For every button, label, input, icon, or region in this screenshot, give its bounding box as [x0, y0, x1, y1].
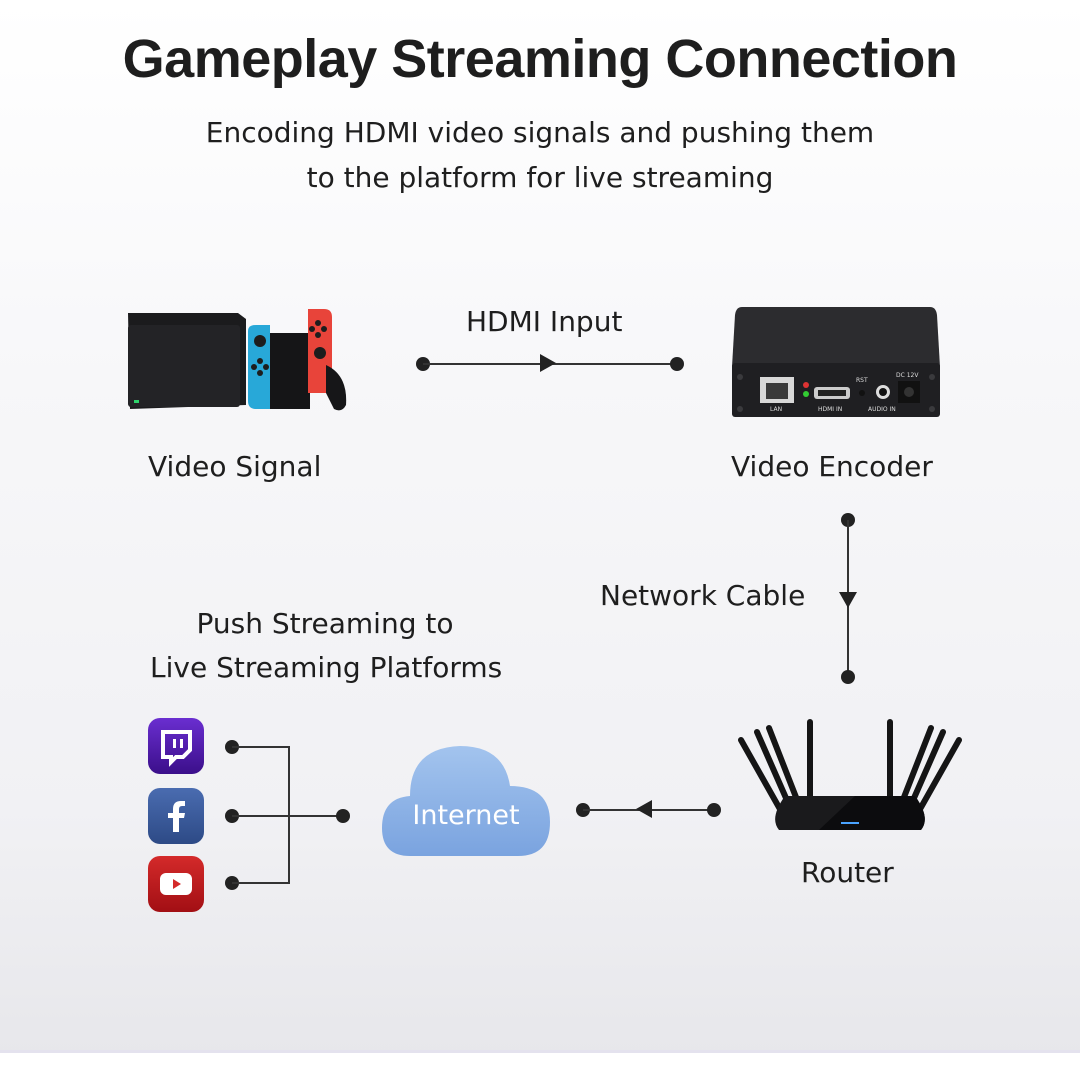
cloud-icon: [382, 746, 550, 856]
bottom-divider: [0, 1050, 1080, 1053]
video-signal-label: Video Signal: [148, 450, 322, 483]
facebook-line: [232, 815, 343, 817]
video-encoder-label: Video Encoder: [731, 450, 933, 483]
youtube-icon[interactable]: [148, 856, 204, 912]
facebook-icon[interactable]: [148, 788, 204, 844]
page-title: Gameplay Streaming Connection: [122, 29, 958, 89]
video-encoder-icon: LAN HDMI IN RST AUDIO IN DC 12V: [732, 307, 940, 417]
router-icon: [738, 719, 962, 830]
svg-text:RST: RST: [856, 377, 868, 384]
router-label: Router: [801, 856, 894, 889]
internet-cloud: [380, 742, 552, 860]
internet-link-end-dot: [707, 803, 721, 817]
internet-label: Internet: [412, 800, 520, 831]
twitch-line: [232, 746, 290, 748]
arrow-down-icon: [839, 592, 857, 608]
router-image: [735, 718, 965, 840]
network-cable-label: Network Cable: [600, 579, 806, 612]
svg-text:HDMI IN: HDMI IN: [818, 406, 842, 413]
subtitle-line-1: Encoding HDMI video signals and pushing …: [205, 116, 875, 149]
platforms-label: Push Streaming to Live Streaming Platfor…: [150, 602, 503, 690]
arrow-left-icon: [636, 800, 652, 818]
game-console-icon: [128, 309, 347, 411]
platforms-label-line-2: Live Streaming Platforms: [150, 651, 503, 684]
arrow-right-icon: [540, 354, 556, 372]
twitch-icon[interactable]: [148, 718, 204, 774]
bracket-vertical-line: [288, 746, 290, 884]
video-encoder-image: LAN HDMI IN RST AUDIO IN DC 12V: [730, 305, 942, 418]
svg-text:DC 12V: DC 12V: [896, 372, 919, 379]
page-subtitle: Encoding HDMI video signals and pushing …: [0, 110, 1080, 200]
network-end-dot: [841, 670, 855, 684]
game-console-image: [120, 305, 350, 415]
bottom-band: [0, 1053, 1080, 1080]
hdmi-input-label: HDMI Input: [466, 305, 623, 338]
hdmi-end-dot: [670, 357, 684, 371]
svg-text:LAN: LAN: [770, 406, 782, 413]
platforms-label-line-1: Push Streaming to: [196, 607, 454, 640]
subtitle-line-2: to the platform for live streaming: [306, 161, 774, 194]
svg-text:AUDIO IN: AUDIO IN: [868, 406, 896, 413]
internet-to-platforms-dot: [336, 809, 350, 823]
youtube-line: [232, 882, 290, 884]
